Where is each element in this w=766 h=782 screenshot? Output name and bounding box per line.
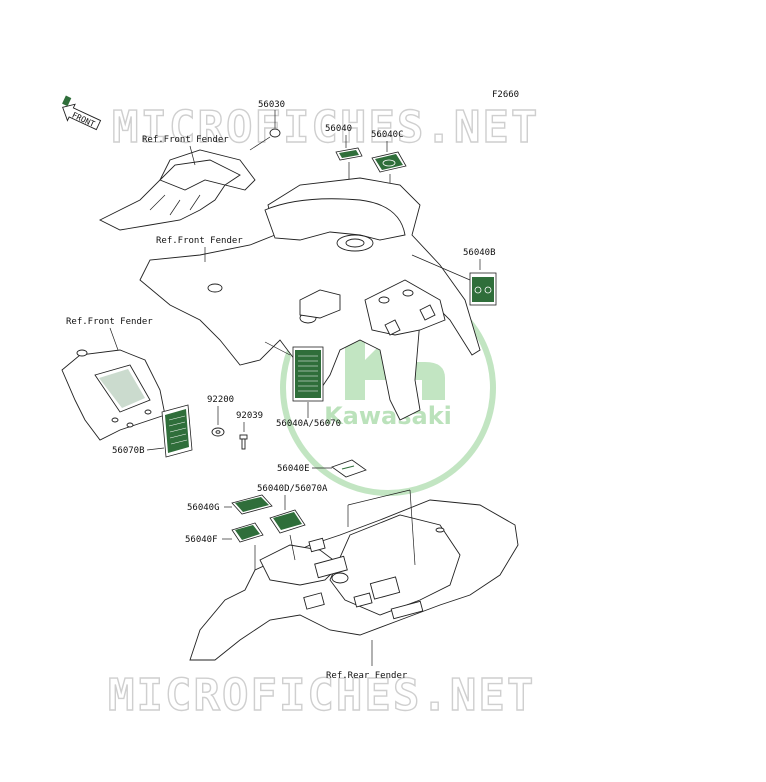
watermark-bottom: MICROFICHES.NET <box>108 670 535 721</box>
ref-front-fender-label-3: Ref.Front Fender <box>66 317 153 327</box>
kawasaki-logo-text: Kawasaki <box>324 402 452 430</box>
part-number-56040g: 56040G <box>187 503 220 513</box>
decal-56040e <box>331 459 367 478</box>
decal-56040g <box>231 494 273 515</box>
part-number-56040a-56070: 56040A/56070 <box>276 419 341 429</box>
watermark-top: MICROFICHES.NET <box>112 102 539 153</box>
front-direction-icon: FRONT <box>62 95 102 131</box>
bolt-92039 <box>239 434 248 450</box>
part-number-56040: 56040 <box>325 124 352 134</box>
ref-front-fender-label-1: Ref.Front Fender <box>142 135 229 145</box>
rear-fender-part <box>189 499 519 661</box>
figure-code: F2660 <box>492 90 519 100</box>
part-number-56040b: 56040B <box>463 248 496 258</box>
front-fender-left-part <box>61 349 166 441</box>
front-fender-main-part <box>139 177 481 421</box>
decal-56040a-56070 <box>292 346 324 402</box>
part-number-56070b: 56070B <box>112 446 145 456</box>
decal-56040d-56070a <box>269 509 306 534</box>
grommet-56030 <box>269 128 281 138</box>
part-number-56040f: 56040F <box>185 535 218 545</box>
front-fender-upper-part <box>98 149 256 231</box>
part-number-92039: 92039 <box>236 411 263 421</box>
ref-rear-fender-label: Ref.Rear Fender <box>326 671 408 681</box>
ref-front-fender-label-2: Ref.Front Fender <box>156 236 243 246</box>
part-number-56040d-56070a: 56040D/56070A <box>257 484 328 494</box>
part-number-56030: 56030 <box>258 100 285 110</box>
decal-56040f <box>231 522 264 543</box>
part-number-92200: 92200 <box>207 395 234 405</box>
part-number-56040e: 56040E <box>277 464 310 474</box>
decal-56070b <box>161 404 193 458</box>
part-number-56040c: 56040C <box>371 130 404 140</box>
